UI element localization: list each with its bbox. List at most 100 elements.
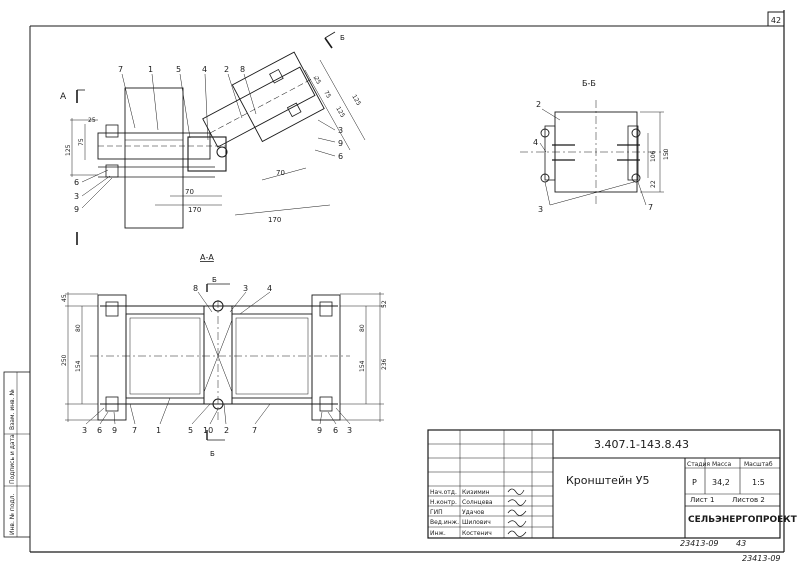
aa-top-callout-4: 4: [267, 284, 272, 293]
side-stamp-label-3: Взам. инв. №: [9, 389, 16, 430]
aa-top-callout-8: 8: [193, 284, 198, 293]
side-stamp: Инв. № подл. Подпись и дата Взам. инв. №: [3, 371, 31, 538]
dim-170-arm: 170: [268, 216, 281, 224]
dim-125-right-b: 125: [350, 94, 362, 108]
header-stage: Стадия: [687, 461, 710, 468]
name-2: Солнцева: [462, 499, 493, 506]
aa-bottom-callout-10: 10: [203, 426, 213, 435]
signature-3: [507, 509, 527, 516]
section-mark-a: А: [60, 92, 67, 102]
aa-dim-250: 250: [61, 354, 68, 366]
dim-70-arm: 70: [276, 169, 285, 177]
aa-dim-154-left: 154: [75, 360, 82, 372]
role-5: Инж.: [430, 530, 446, 537]
aa-dim-52: 52: [381, 300, 388, 308]
aa-top-callout-3: 3: [243, 284, 248, 293]
side-stamp-label-2: Подпись и дата: [9, 434, 16, 484]
dim-170-bottom: 170: [188, 206, 201, 214]
callout-8: 8: [240, 65, 245, 74]
callout-1: 1: [148, 65, 153, 74]
sheets-label: Листов 2: [732, 496, 765, 504]
aa-bottom-callout-2: 2: [224, 426, 229, 435]
signature-1: [507, 488, 525, 495]
callout-7: 7: [118, 65, 123, 74]
sheet-label: Лист 1: [690, 496, 714, 504]
view-aa-labels: А-А Б Б 8 3 4 3 6 9 7 1 5 10 2 7 9 6 3 4…: [61, 253, 388, 458]
name-3: Удачов: [462, 509, 485, 516]
title-block-text: 3.407.1-143.8.43 Кронштейн У5 Стадия Мас…: [430, 438, 798, 537]
view-bb: [520, 100, 668, 206]
drawing-name: Кронштейн У5: [566, 474, 650, 487]
callout-6-right: 6: [338, 152, 343, 161]
dim-125-right-a: 125: [334, 106, 346, 120]
bb-callout-3: 3: [538, 205, 543, 214]
view-aa: [65, 283, 384, 441]
signature-2: [507, 499, 527, 506]
bb-dim-106: 106: [650, 150, 657, 162]
bb-callout-7: 7: [648, 203, 653, 212]
callout-6-left: 6: [74, 178, 79, 187]
dim-70-bottom: 70: [185, 188, 194, 196]
footer-copy-number: 23413-09: [742, 554, 781, 563]
signature-5: [507, 530, 527, 537]
role-1: Нач.отд.: [430, 489, 457, 496]
callout-9-right: 9: [338, 139, 343, 148]
title-block: [427, 429, 781, 539]
callout-4: 4: [202, 65, 207, 74]
view-bb-labels: Б-Б 2 4 3 7 150 106 22: [533, 79, 670, 214]
view-top-left-labels: А Б 7 1 5 4 2 8 3 9 6 6 3 9 25 75 125 70…: [60, 34, 362, 224]
aa-bottom-callout-6-right: 6: [333, 426, 338, 435]
aa-bottom-callout-9-left: 9: [112, 426, 117, 435]
dim-125-left: 125: [65, 144, 72, 156]
signature-4: [507, 520, 527, 527]
aa-dim-80-left: 80: [75, 324, 82, 332]
aa-bottom-callout-3-left: 3: [82, 426, 87, 435]
dim-25-right: 25: [312, 76, 322, 86]
header-mass: Масса: [712, 461, 731, 468]
aa-bottom-callout-1: 1: [156, 426, 161, 435]
bb-dim-150: 150: [663, 148, 670, 160]
mass-value: 34,2: [712, 478, 730, 487]
dim-75-left: 75: [78, 138, 85, 146]
callout-2: 2: [224, 65, 229, 74]
role-2: Н.контр.: [430, 499, 457, 506]
callout-9-left: 9: [74, 205, 79, 214]
callout-5: 5: [176, 65, 181, 74]
aa-dim-80-right: 80: [359, 324, 366, 332]
dim-75-right: 75: [322, 90, 332, 100]
cut-mark-b-top: Б: [212, 276, 217, 284]
doc-code: 3.407.1-143.8.43: [594, 438, 689, 451]
aa-dim-154-right: 154: [359, 360, 366, 372]
name-1: Кизимин: [462, 489, 490, 496]
view-top-left: [70, 31, 366, 245]
section-mark-b: Б: [340, 34, 345, 42]
role-4: Вед.инж.: [430, 519, 459, 526]
aa-bottom-callout-6-left: 6: [97, 426, 102, 435]
name-4: Шилович: [462, 519, 491, 526]
stage-value: Р: [692, 478, 697, 487]
dim-25-left: 25: [88, 117, 96, 124]
page-number: 42: [771, 16, 781, 25]
aa-bottom-callout-9-right: 9: [317, 426, 322, 435]
org-name: СЕЛЬЭНЕРГОПРОЕКТ: [688, 515, 798, 525]
sheet-frame: [29, 10, 785, 553]
aa-bottom-callout-5: 5: [188, 426, 193, 435]
aa-bottom-callout-7-right: 7: [252, 426, 257, 435]
aa-dim-45: 45: [61, 294, 68, 302]
aa-dim-236: 236: [381, 358, 388, 370]
callout-3-right: 3: [338, 126, 343, 135]
cut-mark-b-bottom: Б: [210, 450, 215, 458]
bb-dim-22: 22: [650, 180, 657, 188]
bb-callout-4: 4: [533, 138, 538, 147]
scale-value: 1:5: [752, 478, 765, 487]
copy-number: 23413-09: [680, 539, 719, 548]
callout-3-left: 3: [74, 192, 79, 201]
role-3: ГИП: [430, 509, 443, 516]
side-stamp-label-1: Инв. № подл.: [9, 494, 16, 535]
aa-bottom-callout-7-left: 7: [132, 426, 137, 435]
view-bb-title: Б-Б: [582, 79, 596, 88]
name-5: Костенич: [462, 530, 492, 537]
view-aa-title: А-А: [200, 253, 214, 262]
format-number: 43: [736, 539, 746, 548]
